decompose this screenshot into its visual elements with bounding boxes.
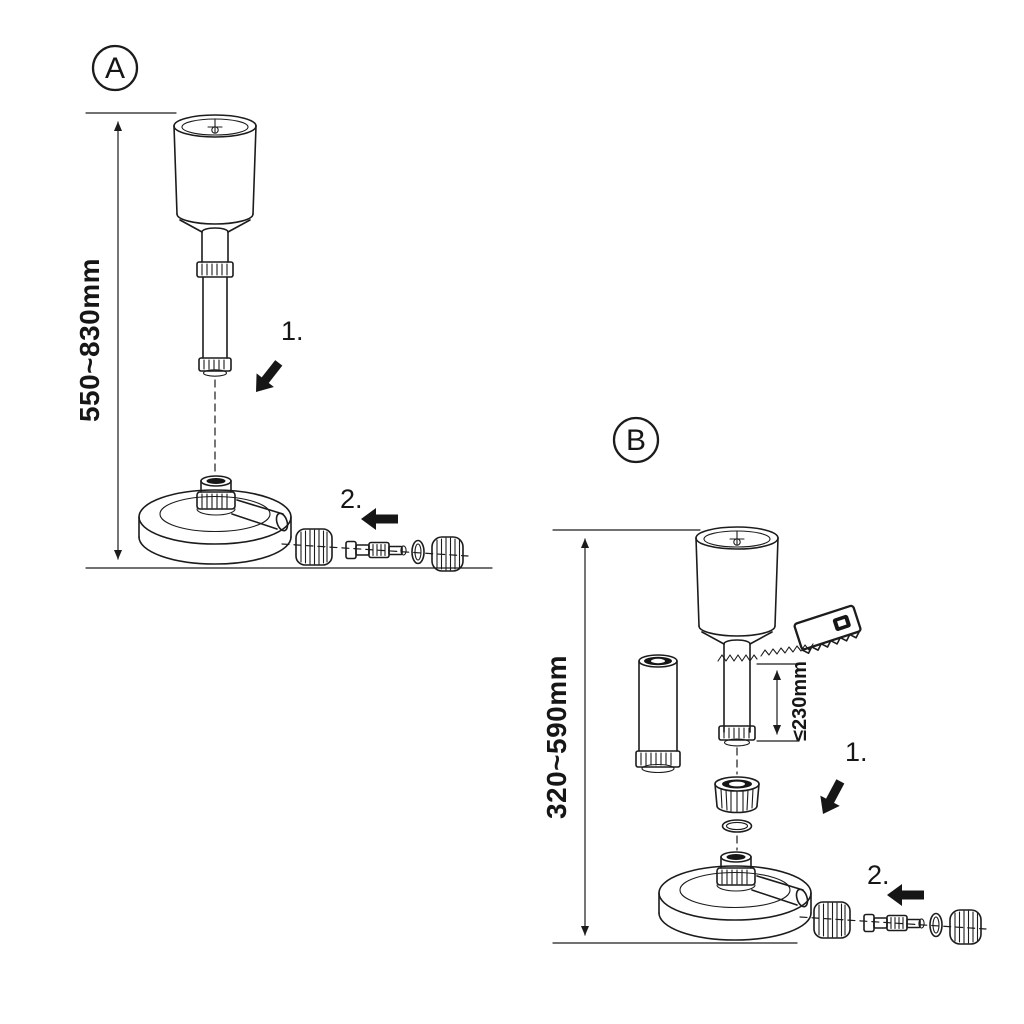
panel-b-pump-head (695, 526, 779, 645)
panel-b: B 320~590mm (541, 416, 987, 945)
panel-a-coupling-ring (196, 261, 234, 278)
panel-a-dimension: 550~830mm (74, 112, 493, 569)
panel-a-badge: A (91, 44, 139, 92)
panel-a-badge-circle (91, 44, 139, 92)
panel-a-pump-unit (173, 114, 257, 377)
panel-a-label: A (105, 52, 125, 85)
panel-a-step-1: 1. (247, 316, 304, 399)
panel-b-dimension: 320~590mm (541, 529, 798, 944)
panel-b-step-1-arrow-icon (813, 776, 851, 820)
panel-a-step-1-arrow-icon (247, 356, 288, 399)
panel-a: A 550~830mm (74, 44, 493, 572)
panel-a-height-label: 550~830mm (74, 258, 105, 422)
panel-a-hose-fittings (281, 528, 469, 572)
cut-line (717, 654, 758, 662)
panel-b-step-2: 2. (867, 860, 924, 906)
panel-a-step-2-arrow-icon (361, 508, 398, 530)
panel-b-step-2-arrow-icon (887, 884, 924, 906)
spare-tube (635, 654, 681, 774)
coupling-nut (714, 776, 760, 814)
panel-a-pump-head (173, 114, 257, 233)
panel-b-badge-circle (612, 416, 660, 464)
panel-b-step-2-label: 2. (867, 860, 890, 890)
saw-icon (793, 604, 862, 655)
panel-b-basin (658, 851, 812, 941)
panel-b-step-1-label: 1. (845, 737, 868, 767)
panel-b-step-1: 1. (813, 737, 868, 820)
cut-length-label: ≤230mm (789, 661, 811, 741)
panel-b-badge: B (612, 416, 660, 464)
panel-a-step-2: 2. (340, 484, 398, 530)
panel-b-height-label: 320~590mm (541, 655, 572, 819)
cut-dimension: ≤230mm (756, 661, 811, 742)
panel-a-step-2-label: 2. (340, 484, 363, 514)
cut-line-extension (760, 643, 814, 657)
panel-a-step-1-label: 1. (281, 316, 304, 346)
panel-b-hose-fittings (799, 901, 987, 945)
panel-b-label: B (626, 424, 646, 457)
o-ring (721, 819, 753, 833)
panel-b-pump-unit (695, 526, 779, 747)
panel-a-basin (138, 475, 292, 565)
